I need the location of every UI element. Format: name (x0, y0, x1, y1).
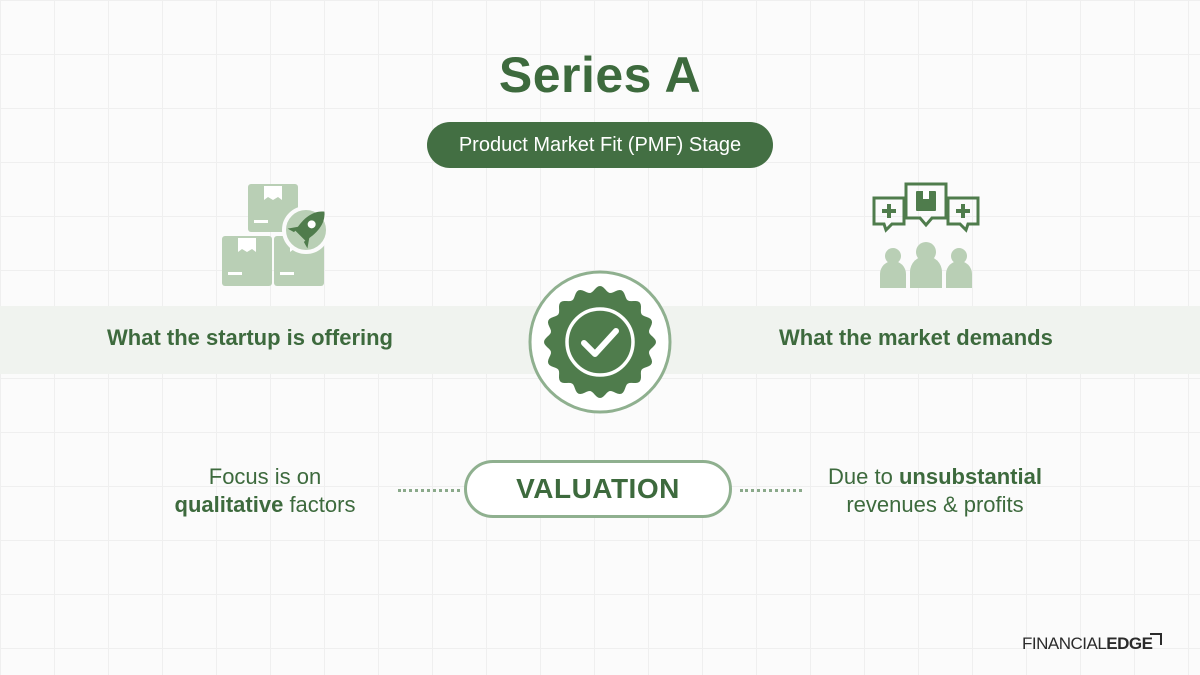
page-title: Series A (498, 47, 702, 103)
logo-part2: EDGE (1106, 634, 1153, 653)
logo-part1: FINANCIAL (1022, 634, 1107, 653)
note-left-emphasis: qualitative (174, 492, 284, 517)
qualitative-focus-note: Focus is on qualitative factors (140, 463, 390, 519)
logo-corner-mark (1150, 633, 1162, 645)
left-connector-dots (398, 489, 460, 492)
note-right-prefix: Due to (828, 464, 899, 489)
note-left-line2: qualitative factors (140, 491, 390, 519)
stage-label: Product Market Fit (PMF) Stage (458, 133, 742, 156)
startup-offering-label: What the startup is offering (107, 325, 393, 350)
boxes-rocket-icon (222, 184, 330, 286)
note-right-emphasis: unsubstantial (898, 464, 1042, 489)
financial-edge-logo: FINANCIALEDGE (1022, 634, 1153, 654)
check-badge-icon (528, 270, 672, 414)
note-left-rest: factors (283, 492, 356, 517)
stage-pill: Product Market Fit (PMF) Stage (427, 122, 773, 168)
market-demands-label: What the market demands (779, 325, 1053, 350)
right-connector-dots (740, 489, 802, 492)
audience-feedback-icon (872, 182, 980, 288)
valuation-label: VALUATION (516, 473, 680, 504)
unsubstantial-revenue-note: Due to unsubstantial revenues & profits (800, 463, 1070, 519)
note-left-line1: Focus is on (208, 464, 322, 489)
note-right-line2: revenues & profits (846, 492, 1024, 517)
note-right-line1: Due to unsubstantial (800, 463, 1070, 491)
valuation-box: VALUATION (464, 460, 732, 518)
